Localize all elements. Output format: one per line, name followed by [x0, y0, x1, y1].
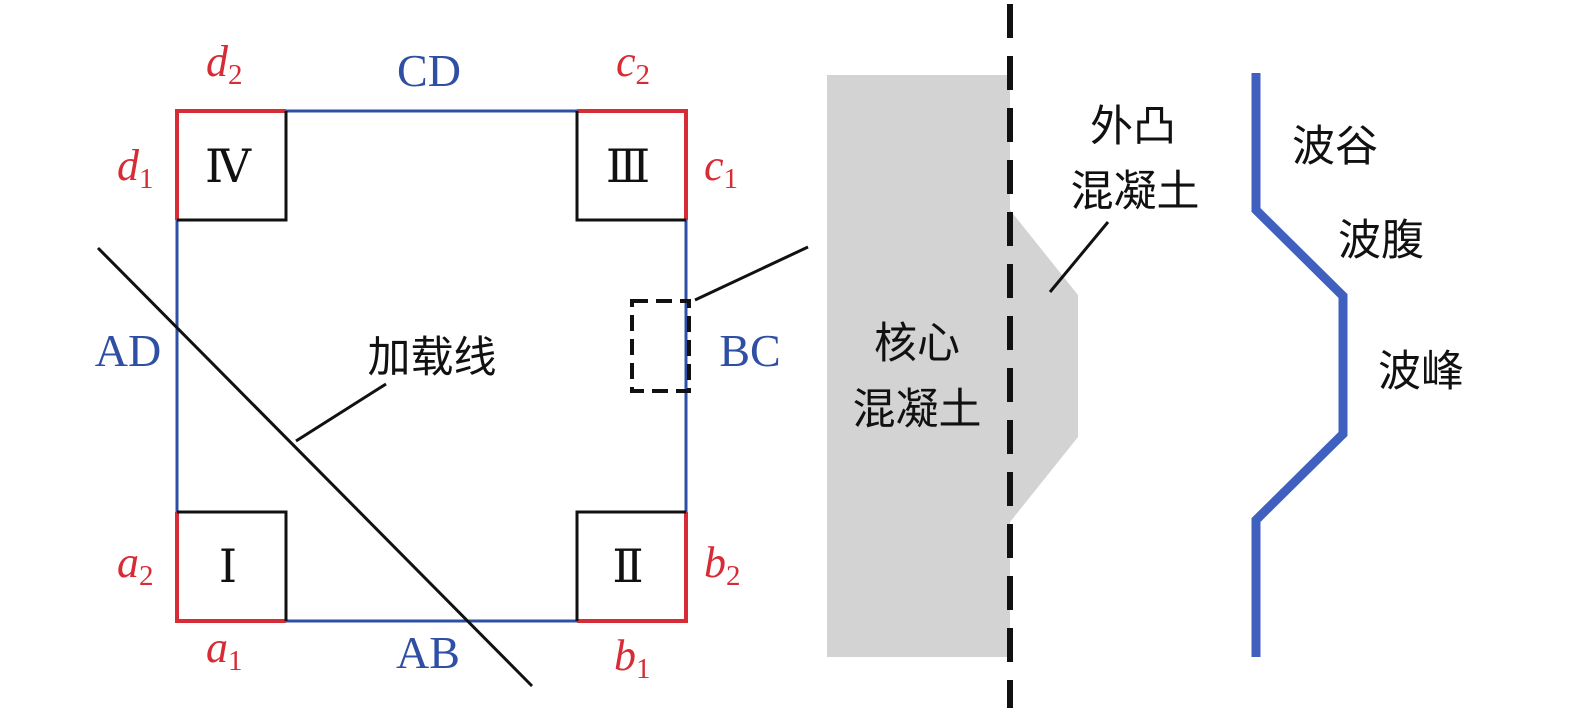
wave-belly-label: 波腹 — [1338, 216, 1424, 266]
loading-line — [96, 246, 534, 688]
corner-label-c1: c1 — [704, 141, 738, 195]
core-concrete-region — [827, 75, 1010, 657]
detail-callout-box — [630, 299, 691, 393]
corner-label-d1: d1 — [117, 141, 154, 195]
corner-a-red — [175, 512, 286, 623]
loading-line-label: 加载线 — [368, 333, 497, 383]
side-label-ab: AB — [396, 627, 460, 678]
corner-label-a2: a2 — [117, 538, 154, 592]
bulge-label-line1: 外凸 — [1090, 102, 1176, 152]
zone-label-i: Ⅰ — [219, 541, 237, 592]
zone-iii-box — [575, 111, 686, 222]
zone-iv-box — [177, 111, 288, 222]
zone-label-iv: Ⅳ — [205, 141, 252, 192]
core-label-line1: 核心 — [874, 319, 960, 369]
corner-label-a1: a1 — [206, 623, 243, 677]
corner-d-red — [175, 109, 286, 220]
zone-ii-box — [575, 510, 686, 621]
detail-callout-leader — [694, 245, 809, 302]
bulge-label-line2: 混凝土 — [1071, 167, 1200, 217]
bulge-label-leader — [1048, 221, 1110, 293]
wave-profile: 波谷 波腹 波峰 — [1251, 73, 1464, 657]
corner-label-d2: d2 — [206, 37, 243, 91]
detail-view: 核心 混凝土 外凸 混凝土 — [827, 4, 1200, 708]
loading-line-leader — [295, 382, 387, 443]
corner-c-red — [577, 109, 688, 220]
side-label-bc: BC — [719, 325, 780, 376]
bulge-concrete-region — [1010, 210, 1078, 522]
wave-crest-label: 波峰 — [1378, 347, 1464, 397]
zone-label-iii: Ⅲ — [606, 141, 650, 192]
zone-label-ii: Ⅱ — [612, 541, 643, 592]
corner-label-b1: b1 — [614, 631, 651, 685]
side-label-ad: AD — [95, 325, 161, 376]
core-label-line2: 混凝土 — [853, 385, 982, 435]
zone-i-box — [177, 510, 288, 621]
corner-label-b2: b2 — [704, 538, 741, 592]
cross-section: CD AB AD BC d2 c2 d1 c1 a2 b2 a1 b1 Ⅳ Ⅲ — [95, 37, 809, 688]
corrugated-steel-profile — [1251, 73, 1348, 657]
corner-label-c2: c2 — [616, 37, 650, 91]
wave-trough-label: 波谷 — [1292, 122, 1378, 172]
corner-b-red — [577, 512, 688, 623]
side-label-cd: CD — [397, 45, 461, 96]
